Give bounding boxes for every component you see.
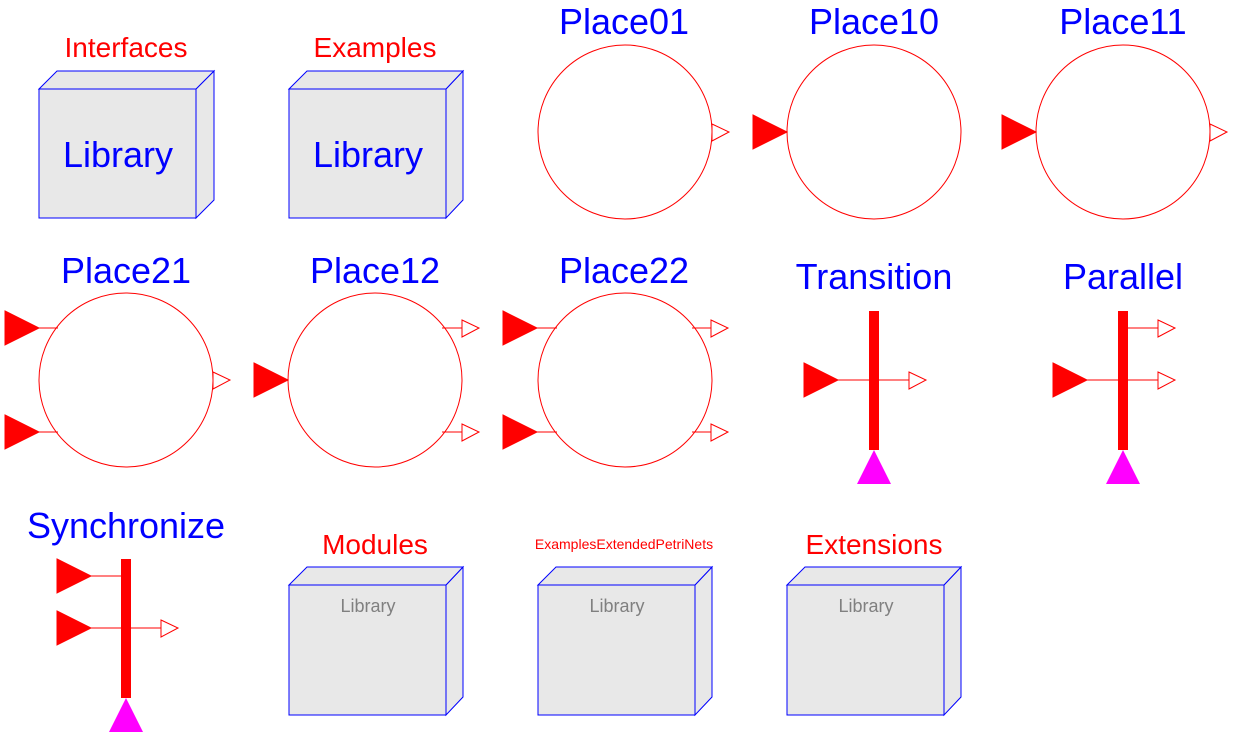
output-arrow-icon	[711, 123, 731, 142]
place-place21[interactable]: Place21	[4, 250, 232, 468]
library-box-text: Library	[63, 134, 173, 175]
library-title: Modules	[322, 529, 428, 560]
library-box-top	[785, 566, 963, 586]
input-arrow-icon	[502, 414, 539, 450]
input-arrow-icon	[4, 414, 41, 450]
library-box-side	[195, 69, 215, 220]
library-box-icon	[38, 88, 197, 219]
library-box-text: Library	[340, 596, 395, 616]
library-title: Interfaces	[65, 32, 188, 63]
transition-parallel[interactable]: Parallel	[1052, 256, 1183, 484]
output-arrow-icon	[212, 371, 232, 390]
output-arrow-icon	[710, 319, 730, 338]
library-title: ExamplesExtendedPetriNets	[535, 536, 713, 552]
library-box-top	[287, 70, 465, 90]
library-extensions[interactable]: Extensions Library	[785, 529, 963, 717]
place-title: Place10	[809, 1, 939, 42]
library-examples-extended-petri-nets[interactable]: ExamplesExtendedPetriNets Library	[535, 536, 714, 717]
output-arrow-icon	[908, 371, 928, 390]
place-circle-icon	[537, 292, 713, 468]
fire-pin-icon	[109, 698, 143, 732]
library-box-icon	[786, 584, 945, 716]
library-title: Examples	[314, 32, 437, 63]
input-arrow-icon	[1001, 114, 1038, 150]
output-arrow-icon	[710, 423, 730, 442]
input-arrow-icon	[803, 362, 840, 398]
output-arrow-icon	[461, 319, 481, 338]
library-examples[interactable]: Examples Library	[287, 32, 465, 220]
transition-title: Synchronize	[27, 505, 225, 546]
library-box-text: Library	[589, 596, 644, 616]
place-title: Place01	[559, 1, 689, 42]
place-title: Place12	[310, 250, 440, 291]
output-arrow-icon	[1209, 123, 1229, 142]
transition-synchronize[interactable]: Synchronize	[27, 505, 225, 732]
output-arrow-icon	[461, 423, 481, 442]
place-circle-icon	[1035, 44, 1211, 220]
place-place22[interactable]: Place22	[502, 250, 730, 468]
input-arrow-icon	[56, 610, 93, 646]
output-arrow-icon	[1157, 319, 1177, 338]
library-interfaces[interactable]: Interfaces Library	[37, 32, 216, 220]
output-arrow-icon	[160, 619, 180, 638]
place-circle-icon	[287, 292, 463, 468]
place-place10[interactable]: Place10	[752, 1, 962, 220]
place-circle-icon	[786, 44, 962, 220]
output-arrow-icon	[1157, 371, 1177, 390]
library-box-top	[37, 70, 216, 90]
place-title: Place11	[1059, 1, 1186, 42]
input-arrow-icon	[56, 558, 93, 594]
place-title: Place21	[61, 250, 191, 291]
input-arrow-icon	[752, 114, 789, 150]
library-box-side	[694, 565, 713, 717]
library-modules[interactable]: Modules Library	[287, 529, 465, 717]
input-arrow-icon	[4, 310, 41, 346]
library-box-side	[445, 565, 464, 717]
library-box-side	[943, 565, 962, 717]
library-box-top	[536, 566, 714, 586]
place-circle-icon	[38, 292, 214, 468]
fire-pin-icon	[857, 450, 891, 484]
transition-title: Parallel	[1063, 256, 1183, 297]
library-title: Extensions	[806, 529, 943, 560]
place-title: Place22	[559, 250, 689, 291]
library-box-icon	[288, 584, 447, 716]
transition-title: Transition	[796, 256, 953, 297]
input-arrow-icon	[1052, 362, 1089, 398]
library-box-top	[287, 566, 465, 586]
library-box-icon	[288, 88, 447, 219]
library-box-icon	[537, 584, 696, 716]
library-box-text: Library	[313, 134, 423, 175]
input-arrow-icon	[502, 310, 539, 346]
transition-transition[interactable]: Transition	[796, 256, 953, 484]
place-place11[interactable]: Place11	[1001, 1, 1229, 220]
fire-pin-icon	[1106, 450, 1140, 484]
place-place01[interactable]: Place01	[537, 1, 731, 220]
library-box-text: Library	[838, 596, 893, 616]
library-box-side	[445, 69, 464, 220]
input-arrow-icon	[253, 362, 290, 398]
place-circle-icon	[537, 44, 713, 220]
place-place12[interactable]: Place12	[253, 250, 481, 468]
